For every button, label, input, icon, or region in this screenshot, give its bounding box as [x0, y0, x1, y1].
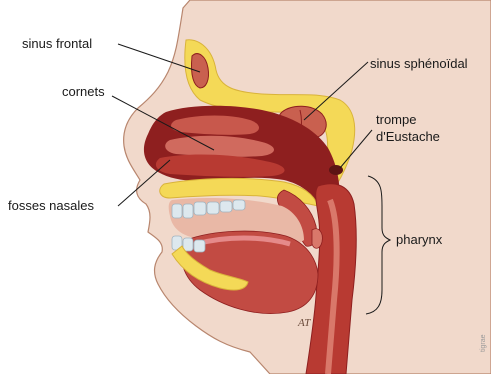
- label-sinus-sphenoidal: sinus sphénoïdal: [370, 56, 468, 71]
- label-cornets: cornets: [62, 84, 105, 99]
- label-trompe-line2: d'Eustache: [376, 129, 440, 144]
- artist-signature: AT: [297, 317, 311, 329]
- label-pharynx: pharynx: [396, 232, 443, 247]
- epiglottis: [312, 229, 322, 249]
- label-fosses-nasales: fosses nasales: [8, 198, 94, 213]
- label-trompe-line1: trompe: [376, 112, 416, 127]
- image-credit: tigrae: [480, 334, 487, 352]
- label-sinus-frontal: sinus frontal: [22, 36, 92, 51]
